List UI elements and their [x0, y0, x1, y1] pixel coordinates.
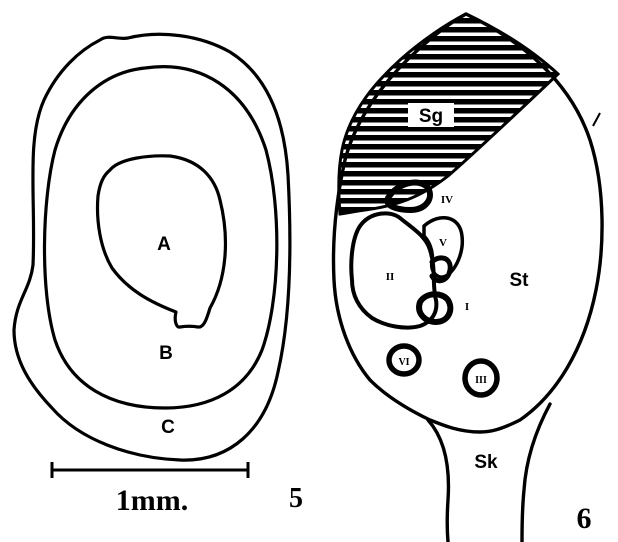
label-st: St	[510, 270, 530, 291]
label-a: A	[157, 234, 171, 255]
roman-i: I	[465, 301, 469, 313]
scale-bar-label: 1mm.	[116, 484, 188, 517]
label-b: B	[159, 343, 173, 364]
figure-6-number: 6	[577, 502, 592, 535]
label-sg: Sg	[419, 106, 443, 127]
roman-ii: II	[386, 271, 395, 283]
roman-iii: III	[475, 375, 487, 386]
roman-iv: IV	[441, 194, 453, 206]
label-sk: Sk	[474, 452, 498, 473]
figure-5: A B C 1mm. 5	[14, 34, 303, 517]
contour-c	[14, 34, 290, 460]
roman-vi: VI	[398, 357, 409, 368]
edge-tick	[593, 113, 600, 126]
figure-5-number: 5	[289, 483, 303, 514]
roman-v: V	[439, 237, 447, 249]
label-c: C	[161, 417, 175, 438]
figure-6: Sg Sk St IV II V I VI III 6	[333, 14, 602, 542]
stalk-left	[428, 420, 448, 542]
scale-bar	[52, 462, 248, 478]
stalk-right	[522, 404, 550, 542]
